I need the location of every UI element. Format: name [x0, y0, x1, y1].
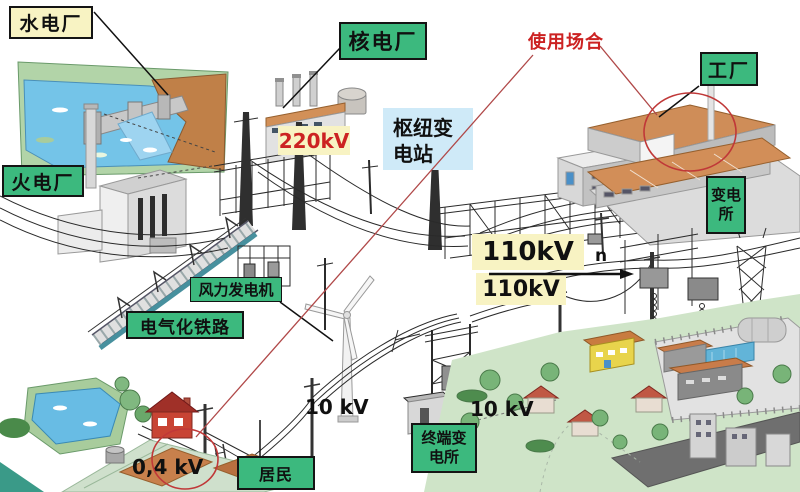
voltage-220kv: 220kV — [278, 126, 350, 155]
label-hydro-plant: 水电厂 — [9, 6, 93, 39]
label-wind-generator: 风力发电机 — [190, 277, 282, 302]
usage-annotation: 使用场合 — [528, 32, 604, 53]
factory-buildings — [586, 59, 800, 246]
label-hub-substation: 枢纽变 电站 — [383, 108, 473, 170]
label-terminal-substation: 终端变 电所 — [411, 423, 477, 473]
label-electrified-railway: 电气化铁路 — [126, 311, 244, 339]
label-factory: 工厂 — [700, 52, 758, 86]
voltage-110kv-lower: 110kV — [476, 273, 566, 305]
label-nuclear-plant: 核电厂 — [339, 22, 427, 60]
label-substation: 变电 所 — [706, 176, 746, 234]
label-residents: 居民 — [237, 456, 315, 490]
village-scene — [424, 294, 800, 492]
voltage-110kv-upper: 110kV — [472, 234, 584, 270]
voltage-04kv: 0,4 kV — [132, 455, 204, 479]
voltage-10kv-left: 10 kV — [305, 395, 369, 419]
voltage-10kv-right: 10 kV — [470, 397, 534, 421]
village-houses — [522, 385, 668, 437]
label-thermal-plant: 火电厂 — [2, 165, 84, 197]
pond-scene — [0, 376, 200, 455]
hydro-plant-scene — [17, 61, 229, 177]
n-symbol: n — [595, 246, 608, 266]
